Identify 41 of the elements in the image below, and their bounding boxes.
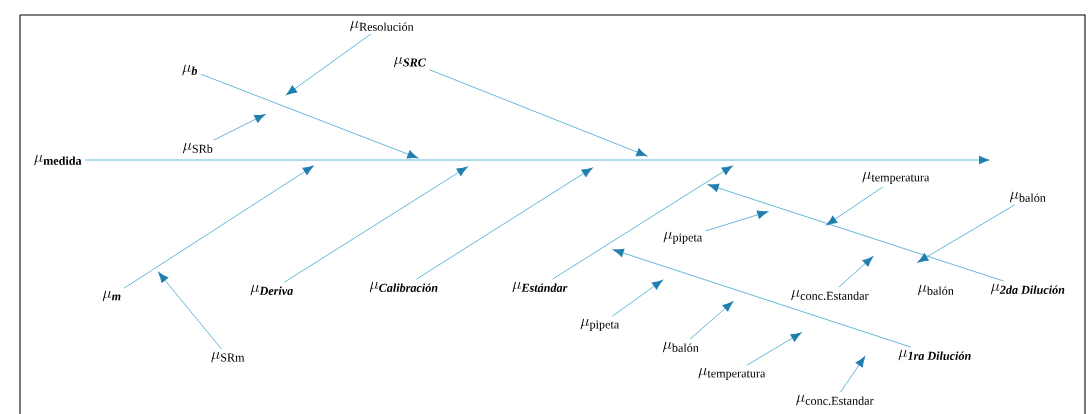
arrow (429, 69, 648, 157)
subcause-label: $\mu_{\text{balón}}$ (917, 284, 954, 296)
cause-label: $\mu_{\text{SRC}}$ (393, 56, 426, 68)
arrow (416, 167, 593, 280)
arrow (613, 248, 912, 348)
arrow (552, 165, 733, 280)
cause-label: $\mu_{\text{2da Dilución}}$ (990, 283, 1065, 295)
arrow (840, 356, 866, 393)
subcause-label: $\mu_{\text{conc.Estandar}}$ (791, 289, 869, 301)
cause-label: $\mu_{\text{Deriva}}$ (250, 284, 293, 296)
subcause-label: $\mu_{\text{Resolución}}$ (350, 20, 414, 32)
subcause-label: $\mu_{\text{temperatura}}$ (862, 171, 930, 184)
arrow (213, 114, 266, 141)
arrow (284, 166, 468, 283)
effect-label: $\mu_{\text{medida}}$ (34, 154, 82, 166)
arrow (200, 73, 418, 159)
subcause-label: $\mu_{\text{conc.Estandar}}$ (796, 394, 874, 406)
subcause-label: $\mu_{\text{SRm}}$ (211, 351, 245, 363)
arrow (826, 186, 884, 226)
subcause-label: $\mu_{\text{SRb}}$ (182, 142, 213, 154)
subcause-label: $\mu_{\text{balón}}$ (1009, 191, 1046, 203)
arrow (705, 210, 768, 232)
subcause-label: $\mu_{\text{temperatura}}$ (698, 367, 766, 380)
arrow (123, 165, 314, 289)
arrow (286, 33, 372, 96)
arrow (746, 332, 802, 366)
cause-label: $\mu_{\text{1ra Dilución}}$ (898, 349, 971, 361)
arrow (917, 204, 1016, 263)
cause-label: $\mu_{\text{Estándar}}$ (512, 281, 568, 293)
arrow (689, 301, 734, 340)
cause-label: $\mu_{\text{Calibración}}$ (369, 281, 438, 293)
subcause-label: $\mu_{\text{pipeta}}$ (663, 231, 703, 244)
subcause-label: $\mu_{\text{balón}}$ (662, 341, 699, 353)
arrow (84, 155, 990, 165)
arrow (158, 272, 222, 350)
arrow (612, 279, 663, 317)
cause-label: $\mu_{\text{b}}$ (182, 64, 198, 76)
arrow (708, 183, 1005, 282)
cause-label: $\mu_{\text{m}}$ (102, 290, 121, 302)
subcause-label: $\mu_{\text{pipeta}}$ (580, 318, 620, 331)
arrow (838, 256, 874, 288)
